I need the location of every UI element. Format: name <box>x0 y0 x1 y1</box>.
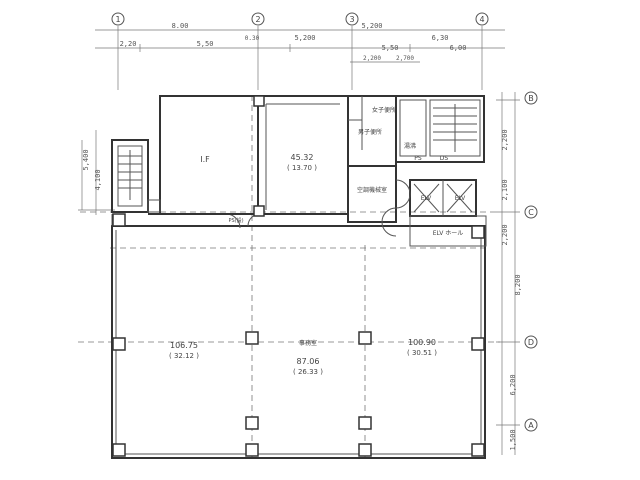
room-mid-area: 45.32 <box>291 153 314 162</box>
grid-label-4: 4 <box>479 15 484 24</box>
grid-label-2: 2 <box>255 15 260 24</box>
dim-top-10: 2,700 <box>396 55 414 62</box>
dim-top-3: 0.30 <box>245 35 260 42</box>
grid-bubble-A <box>524 418 538 432</box>
dim-top-9: 2,200 <box>363 55 381 62</box>
column <box>471 337 485 351</box>
label-wc-woman: 女子便所 <box>372 106 396 114</box>
area-mid-label: 事務室 <box>299 339 317 347</box>
column <box>112 443 126 457</box>
column <box>253 95 265 107</box>
dim-top-4: 5,200 <box>294 34 315 42</box>
area-left-tsubo: ( 32.12 ) <box>169 352 199 360</box>
area-right-tsubo: ( 30.51 ) <box>407 349 437 357</box>
machine-room <box>347 165 397 223</box>
column <box>112 337 126 351</box>
right-dimensions: 2,200 2,100 2,200 8,200 6,200 1,500 B C … <box>496 91 538 455</box>
label-wc-man: 男子便所 <box>358 128 382 136</box>
grid-label-B: B <box>528 94 534 103</box>
label-elv-2: ELV <box>455 195 466 202</box>
grid-label-A: A <box>528 421 534 430</box>
dim-top-8: 6,00 <box>450 44 467 52</box>
grid-label-1: 1 <box>115 15 120 24</box>
grid-bubble-B <box>524 91 538 105</box>
dim-top-7: 5,50 <box>382 44 399 52</box>
grid-label-3: 3 <box>349 15 354 24</box>
label-ds: DS <box>440 155 449 162</box>
grid-bubble-D <box>524 335 538 349</box>
grid-bubble-4 <box>475 12 489 26</box>
dim-right-4: 8,200 <box>514 274 522 295</box>
grid-bubble-C <box>524 205 538 219</box>
area-mid-tsubo: ( 26.33 ) <box>293 368 323 376</box>
area-right: 100.90 <box>408 338 436 347</box>
label-elv-hall: ELV ホール <box>433 230 464 237</box>
dim-right-1: 2,200 <box>501 129 509 150</box>
dim-top-6: 6,30 <box>432 34 449 42</box>
area-mid: 87.06 <box>297 357 320 366</box>
label-small: PS(設) <box>228 217 243 224</box>
room-mid-tsubo: ( 13.70 ) <box>287 164 317 172</box>
column <box>358 443 372 457</box>
column <box>471 443 485 457</box>
column <box>358 416 372 430</box>
column <box>112 213 126 227</box>
dim-right-5: 6,200 <box>509 374 517 395</box>
stair-core <box>395 95 485 163</box>
dim-left-2: 4,100 <box>94 169 102 190</box>
grid-label-D: D <box>528 338 534 347</box>
top-grid-labels: 1 2 3 4 <box>111 12 489 26</box>
label-machine-room: 空調機械室 <box>357 186 387 194</box>
dim-top-5: 5,200 <box>361 22 382 30</box>
room-label-if: I.F <box>200 155 210 164</box>
grid-label-C: C <box>528 208 534 217</box>
dim-right-6: 1,500 <box>509 429 517 450</box>
area-left: 106.75 <box>170 341 198 350</box>
elv-hall-outline <box>409 215 487 247</box>
left-stair <box>111 139 149 213</box>
top-dimensions: 8.00 2,20 5,50 0.30 5,200 5,200 6,30 5,5… <box>95 22 505 90</box>
dim-right-2: 2,100 <box>501 179 509 200</box>
column <box>245 416 259 430</box>
dim-top-1: 2,20 <box>120 40 137 48</box>
column <box>245 331 259 345</box>
dim-top-overall: 8.00 <box>172 22 189 30</box>
label-ps: PS <box>414 155 422 162</box>
building-outline <box>111 95 487 459</box>
grid-bubble-1 <box>111 12 125 26</box>
column <box>358 331 372 345</box>
dim-top-2: 5,50 <box>197 40 214 48</box>
column <box>471 225 485 239</box>
column <box>245 443 259 457</box>
dim-left-1: 5,400 <box>82 149 90 170</box>
dim-right-3: 2,200 <box>501 224 509 245</box>
grid-bubble-2 <box>251 12 265 26</box>
columns <box>112 95 485 457</box>
label-kitchen: 湯沸 <box>404 142 416 150</box>
column <box>253 205 265 217</box>
grid-bubble-3 <box>345 12 359 26</box>
grid-axes <box>78 95 500 458</box>
label-elv-1: ELV <box>421 195 432 202</box>
room-labels: I.F 45.32 ( 13.70 ) 男子便所 女子便所 湯沸 PS DS 空… <box>169 106 466 376</box>
left-dimensions: 5,400 4,100 <box>78 130 115 215</box>
office-outline <box>111 225 486 459</box>
